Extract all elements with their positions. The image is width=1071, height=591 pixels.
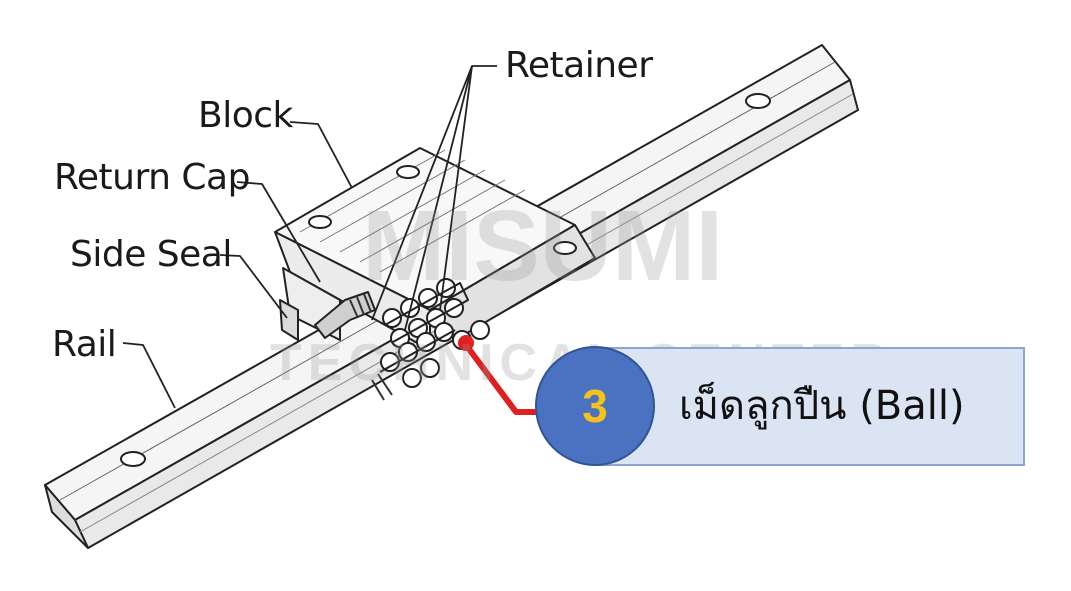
- label-rail: Rail: [52, 324, 117, 365]
- callout-number-badge: 3: [535, 346, 655, 466]
- callout-leader-dot: [458, 335, 474, 351]
- callout-text: เม็ดลูกปืน (Ball): [679, 383, 965, 429]
- leader-lines: [122, 65, 497, 409]
- callout-number: 3: [582, 380, 608, 432]
- watermark-logo: MISUMI: [362, 190, 724, 302]
- retainer-band: [384, 282, 469, 343]
- label-block: Block: [198, 95, 293, 136]
- rail-mounting-hole: [120, 451, 146, 467]
- block-mounting-hole: [308, 215, 332, 229]
- label-side-seal: Side Seal: [70, 234, 232, 275]
- rail-mounting-hole: [745, 93, 771, 109]
- label-return-cap: Return Cap: [54, 157, 250, 198]
- callout-box: [597, 347, 1025, 466]
- label-retainer: Retainer: [505, 45, 653, 86]
- side-seal: [279, 299, 299, 341]
- block-mounting-hole: [553, 241, 577, 255]
- block-mounting-hole: [396, 165, 420, 179]
- rail-end-face: [44, 484, 89, 549]
- retainer-band: [379, 329, 456, 373]
